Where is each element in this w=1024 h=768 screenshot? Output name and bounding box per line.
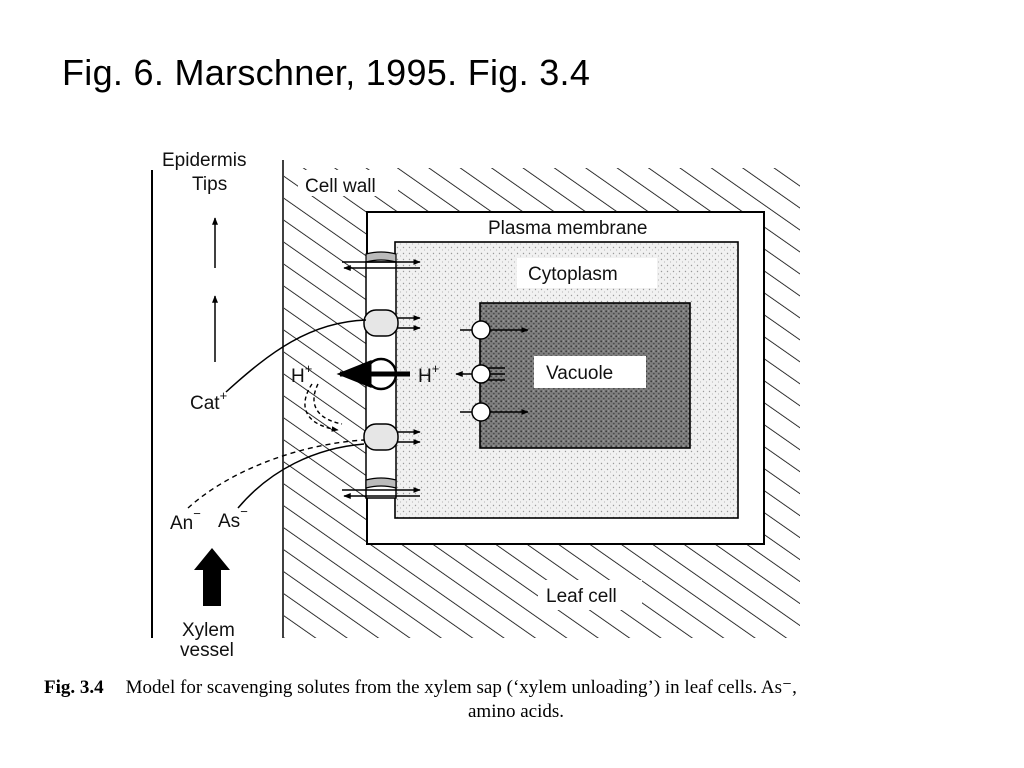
proton-pump — [336, 357, 410, 391]
plasma-membrane-label: Plasma membrane — [488, 218, 647, 239]
epidermis-label: Epidermis — [162, 150, 246, 171]
transporter-cation — [363, 309, 421, 337]
vacuole-label: Vacuole — [546, 363, 613, 384]
proton-label-right: H+ — [418, 361, 439, 387]
tonoplast-carrier-bottom — [460, 402, 529, 422]
cation-pathway — [225, 319, 367, 393]
proton-return-pathway-2 — [313, 383, 343, 425]
cell-wall-label: Cell wall — [305, 176, 376, 197]
anion-label: An− — [170, 506, 201, 534]
anion-pathway — [187, 439, 365, 509]
tonoplast-proton-carrier — [455, 364, 505, 384]
leaf-cell-label: Leaf cell — [546, 586, 617, 607]
cytoplasm-label: Cytoplasm — [528, 264, 618, 285]
slide-title: Fig. 6. Marschner, 1995. Fig. 3.4 — [62, 52, 591, 93]
transporter-top — [342, 251, 421, 271]
proton-label-left: H+ — [291, 361, 312, 387]
xylem-label: Xylem — [182, 620, 235, 641]
caption-line-1: Model for scavenging solutes from the xy… — [125, 677, 797, 698]
transporter-anion — [363, 423, 421, 451]
tonoplast-carrier-top — [460, 320, 529, 340]
vessel-label: vessel — [180, 640, 234, 661]
amino-acid-label: As− — [218, 504, 248, 532]
proton-return-pathway-1 — [304, 383, 339, 432]
vacuole-label-box — [534, 356, 646, 388]
xylem-vessel-big-arrow — [194, 548, 230, 606]
transporter-bottom — [342, 477, 421, 499]
caption-line-2: amino acids. — [467, 701, 565, 722]
cation-label: Cat+ — [190, 388, 227, 414]
amino-acid-pathway — [237, 443, 365, 509]
caption-figure-label: Fig. 3.4 — [44, 677, 104, 698]
figure-caption: Fig. 3.4 Model for scavenging solutes fro… — [44, 676, 964, 724]
tips-label: Tips — [192, 174, 227, 195]
